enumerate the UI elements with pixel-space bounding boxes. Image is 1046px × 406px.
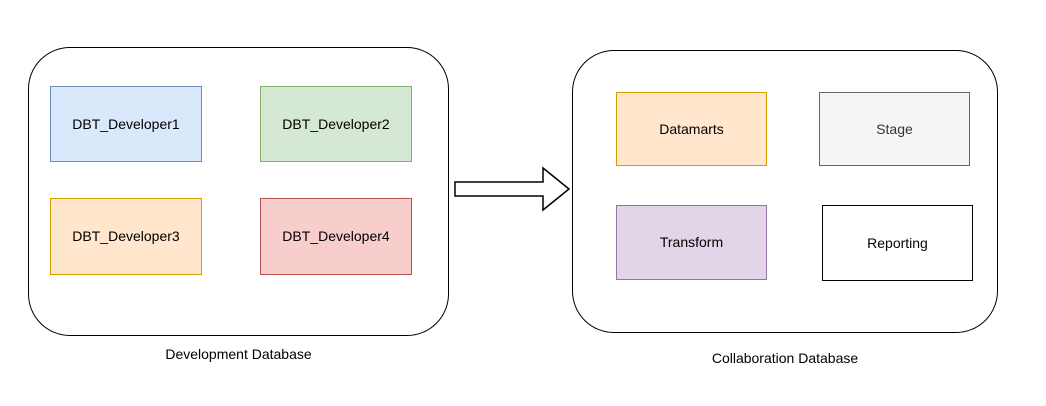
node-dbt-developer3: DBT_Developer3 bbox=[50, 198, 202, 275]
flow-arrow-icon bbox=[454, 166, 571, 212]
flow-arrow-shape bbox=[454, 166, 571, 212]
development-database-label: Development Database bbox=[165, 346, 312, 362]
node-stage: Stage bbox=[819, 92, 970, 166]
node-transform: Transform bbox=[616, 205, 767, 280]
node-datamarts: Datamarts bbox=[616, 92, 767, 166]
node-dbt-developer1: DBT_Developer1 bbox=[50, 86, 202, 162]
node-dbt-developer4: DBT_Developer4 bbox=[260, 198, 412, 275]
node-reporting: Reporting bbox=[822, 205, 973, 281]
collaboration-database-label: Collaboration Database bbox=[711, 350, 859, 366]
node-dbt-developer2: DBT_Developer2 bbox=[260, 86, 412, 162]
